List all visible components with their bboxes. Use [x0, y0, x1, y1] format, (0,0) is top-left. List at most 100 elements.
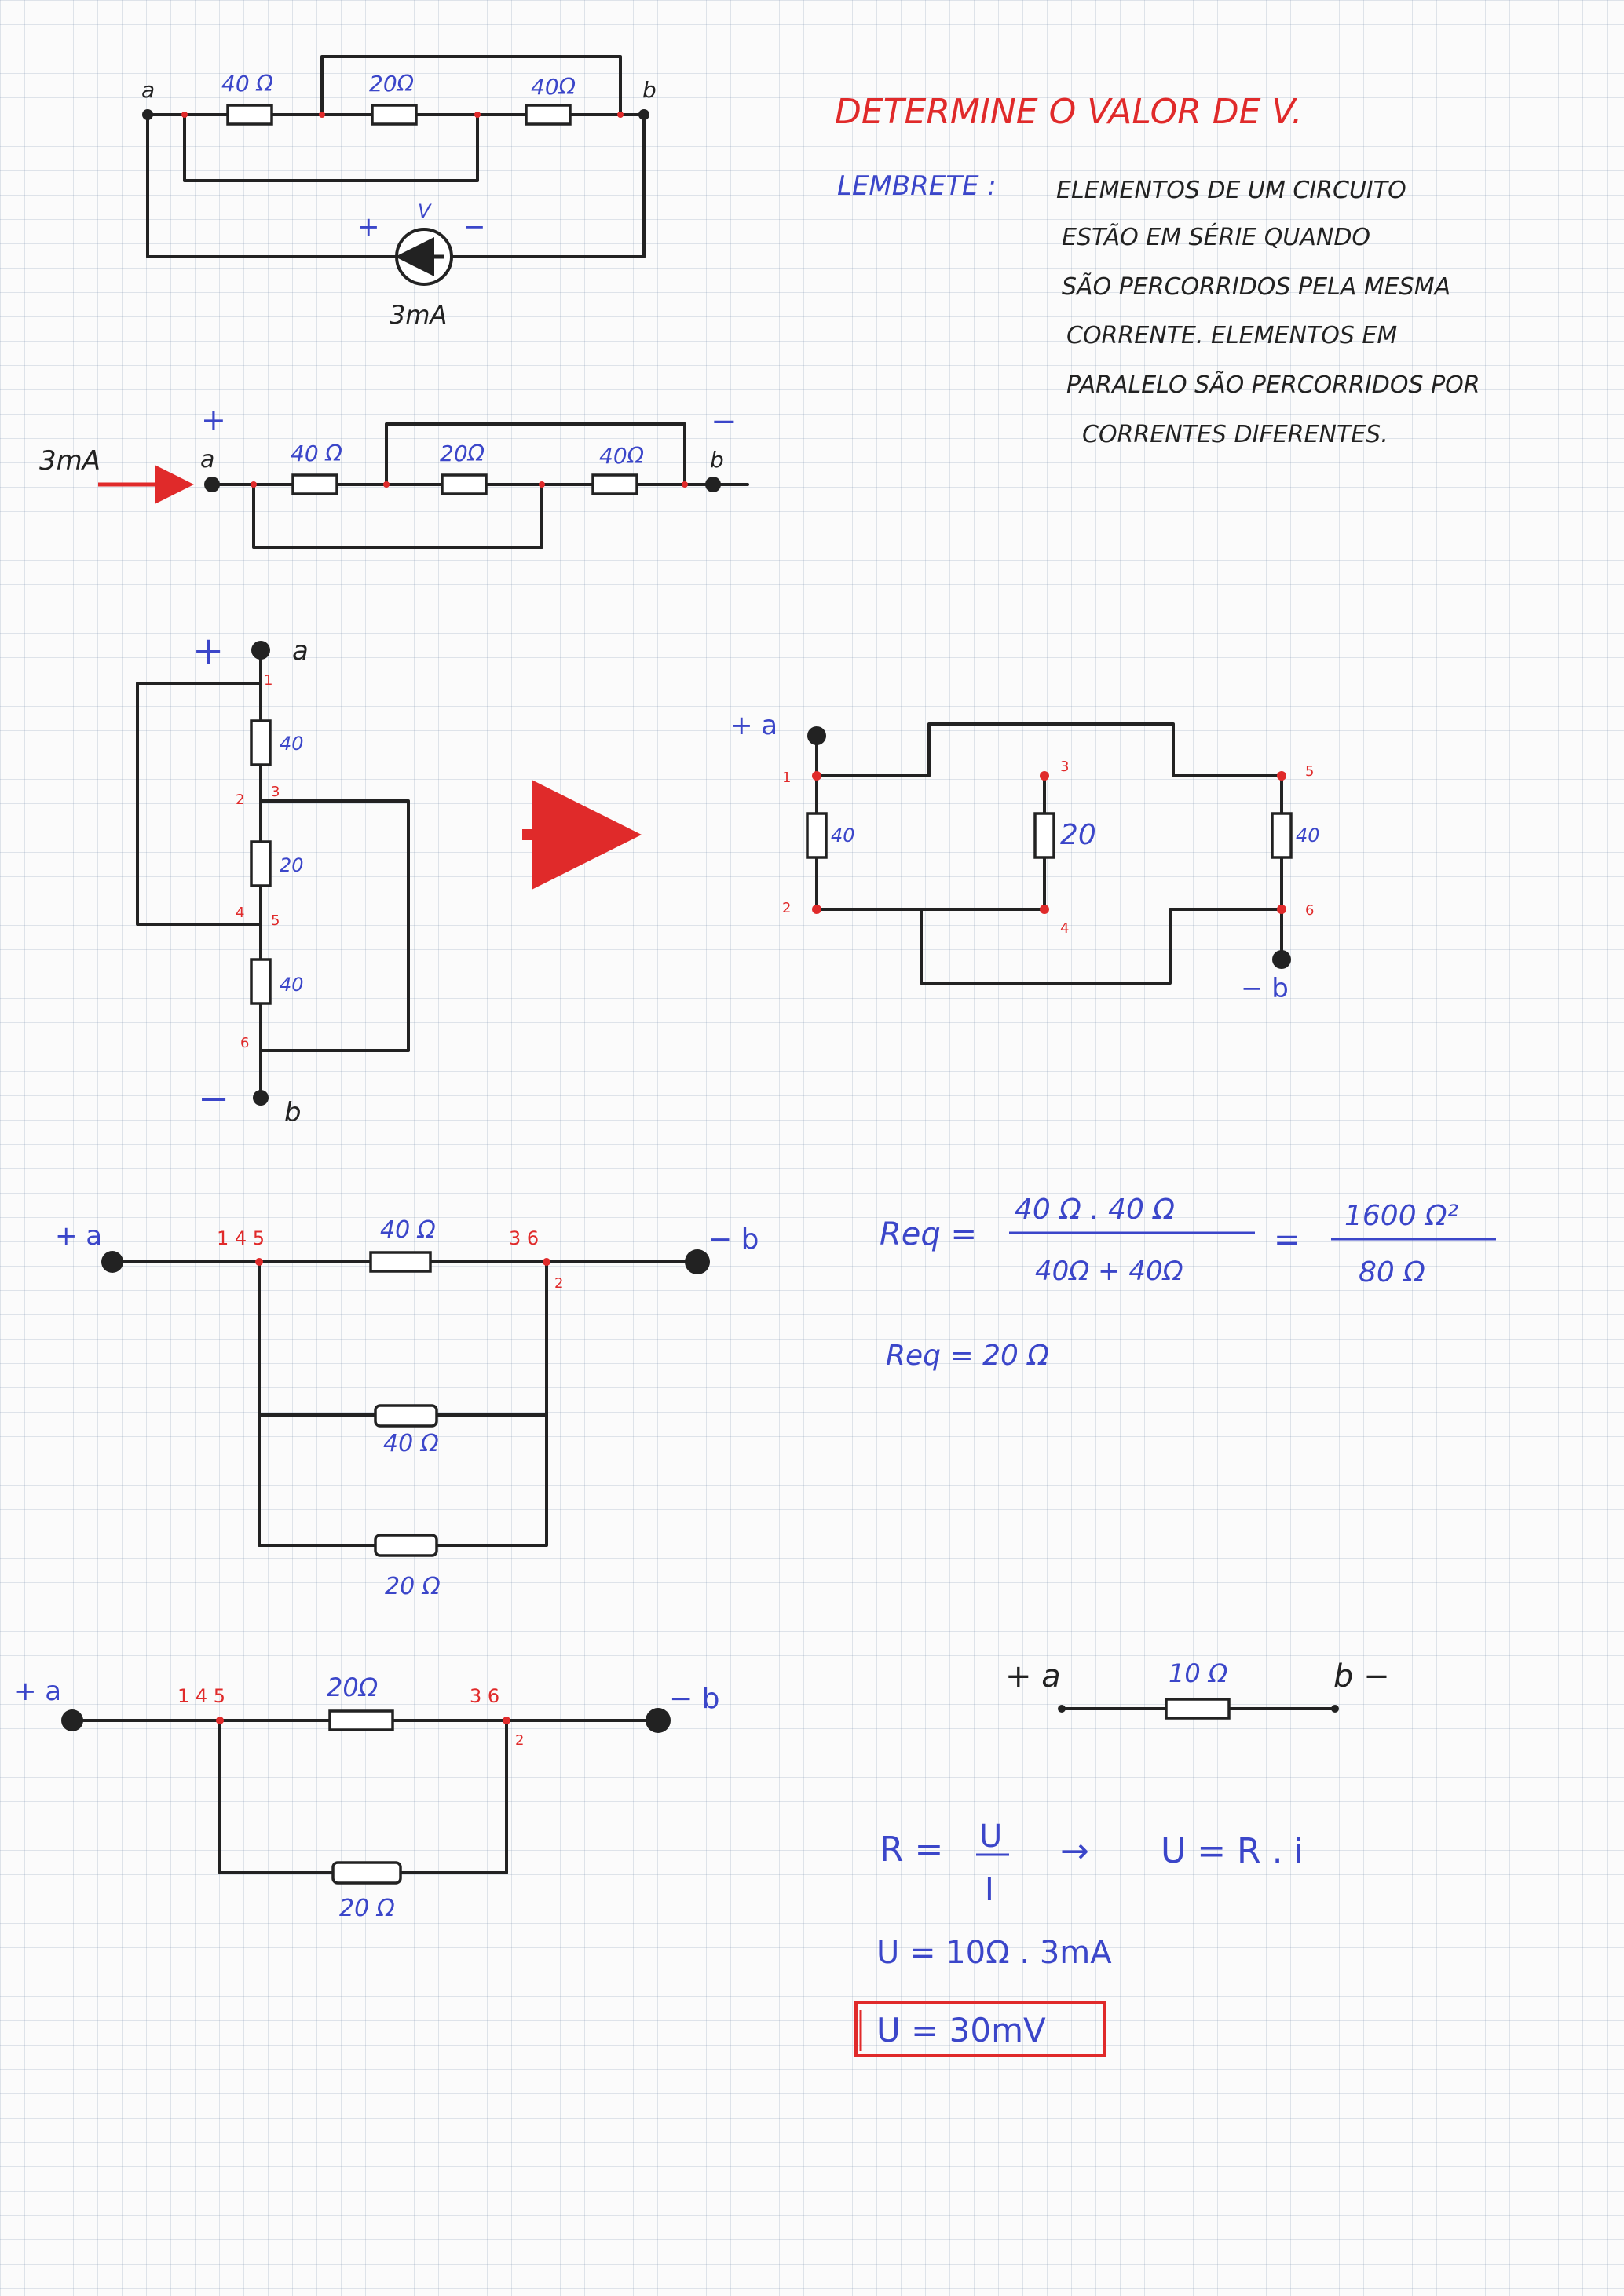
- resistor-20-ohm: [250, 840, 272, 887]
- junction-dot: [474, 112, 481, 118]
- req-denominator: 40Ω + 40Ω: [1035, 1256, 1183, 1287]
- req-equals: =: [1274, 1222, 1300, 1258]
- req-label: Req =: [880, 1216, 977, 1252]
- label-node-b: b: [284, 1097, 302, 1128]
- node-b-dot: [253, 1090, 269, 1106]
- resistor-40-ohm-a: [806, 812, 828, 859]
- law-right: U = R . i: [1161, 1831, 1304, 1871]
- resistor-20-ohm-bot: [331, 1861, 402, 1885]
- node-a-dot: [61, 1709, 83, 1731]
- node-number: 1: [782, 770, 791, 786]
- page-title: DETERMINE O VALOR DE V.: [835, 92, 1302, 132]
- label-r-bot: 20 Ω: [385, 1573, 441, 1600]
- label-minus-b: − b: [1241, 973, 1289, 1004]
- label-plus-a: + a: [55, 1220, 102, 1252]
- node-number: 3: [271, 784, 280, 800]
- label-r1: 40 Ω: [291, 441, 343, 466]
- req-calculation: Req = 40 Ω . 40 Ω 40Ω + 40Ω = 1600 Ω² 80…: [880, 1194, 1496, 1372]
- minus-sign: −: [198, 1077, 229, 1121]
- resistor-10-ohm: [1165, 1698, 1231, 1720]
- node-number: 2: [515, 1732, 524, 1749]
- minus-sign: −: [711, 404, 737, 440]
- junction-dot: [255, 1258, 263, 1266]
- current-label: 3mA: [39, 445, 101, 477]
- junction-dot: [543, 1258, 550, 1266]
- node-number: 2: [782, 900, 791, 916]
- resistor-40-ohm-b: [525, 104, 572, 126]
- law-den: I: [985, 1872, 994, 1908]
- node-a-dot: [1058, 1705, 1066, 1713]
- req-num2: 1600 Ω²: [1344, 1200, 1458, 1232]
- circuit-4: + a − b 40 20 40 1 2 3 4 5 6: [730, 710, 1320, 1004]
- junction-dot: [1040, 905, 1049, 914]
- label-r3: 40Ω: [531, 74, 576, 100]
- label-minus-b: − b: [708, 1223, 759, 1256]
- resistor-40-ohm-top: [369, 1251, 432, 1273]
- junction-dot: [682, 481, 688, 488]
- resistor-40-ohm-mid: [374, 1404, 438, 1428]
- resistor-40-ohm-a: [291, 473, 338, 495]
- law-calc: U = 10Ω . 3mA: [876, 1935, 1112, 1971]
- node-number: 2: [236, 792, 244, 808]
- note-line: ELEMENTOS DE UM CIRCUITO: [1056, 177, 1406, 204]
- resistor-40-ohm-a: [226, 104, 273, 126]
- label-r1: 40: [831, 824, 855, 846]
- junction-dot: [812, 905, 821, 914]
- circuit-5: + a − b 1 4 5 3 6 2 40 Ω 40 Ω 20 Ω: [55, 1216, 759, 1600]
- label-plus-a: + a: [1005, 1658, 1061, 1695]
- label-r2: 20Ω: [369, 71, 415, 97]
- node-a-dot: [142, 109, 153, 120]
- label-r3: 40Ω: [599, 443, 645, 469]
- junction-dot: [216, 1717, 224, 1724]
- junction-dot: [812, 771, 821, 781]
- label-r: 10 Ω: [1169, 1658, 1228, 1688]
- junction-dot: [1277, 905, 1286, 914]
- node-number: 4: [1060, 920, 1069, 937]
- label-r3: 40: [280, 974, 304, 996]
- source-current-label: 3mA: [390, 300, 447, 330]
- label-node-b: b: [710, 447, 724, 473]
- circuit-7: + a 10 Ω b −: [1005, 1658, 1390, 1720]
- junction-dot: [503, 1717, 510, 1724]
- source-v-label: V: [418, 200, 432, 222]
- node-b-dot: [638, 109, 649, 120]
- label-r-bot: 20 Ω: [339, 1895, 395, 1922]
- node-b-dot: [705, 477, 721, 492]
- label-r1: 40 Ω: [221, 71, 274, 97]
- source-minus: −: [463, 211, 486, 243]
- label-node-a: a: [141, 77, 155, 103]
- junction-dot: [319, 112, 325, 118]
- plus-sign: +: [201, 403, 226, 437]
- label-r-mid: 40 Ω: [383, 1430, 439, 1457]
- node-b-dot: [1331, 1705, 1339, 1713]
- resistor-40-ohm-b: [250, 958, 272, 1005]
- label-r3: 40: [1296, 824, 1320, 846]
- circuit-2: 3mA + a − b 40 Ω 20Ω 40Ω: [39, 403, 749, 549]
- note-line: ESTÃO EM SÉRIE QUANDO: [1062, 223, 1370, 251]
- label-minus-b: − b: [669, 1683, 719, 1715]
- node-number: 5: [271, 912, 280, 929]
- resistor-20-ohm-top: [328, 1709, 394, 1731]
- req-den2: 80 Ω: [1359, 1256, 1425, 1289]
- junction-dot: [617, 112, 624, 118]
- label-r-top: 20Ω: [327, 1673, 379, 1702]
- label-r2: 20: [280, 854, 304, 876]
- label-r2: 20Ω: [440, 441, 485, 466]
- req-result: Req = 20 Ω: [886, 1340, 1049, 1372]
- node-b-dot: [685, 1249, 710, 1274]
- junction-dot: [1040, 771, 1049, 781]
- node-numbers-right: 3 6: [509, 1227, 539, 1249]
- resistor-20-ohm: [371, 104, 418, 126]
- resistor-20-ohm-bot: [374, 1534, 438, 1557]
- node-b-dot: [1272, 950, 1291, 969]
- law-arrow: →: [1060, 1831, 1089, 1871]
- label-node-b: b: [642, 77, 657, 103]
- junction-dot: [539, 481, 545, 488]
- req-numerator: 40 Ω . 40 Ω: [1015, 1194, 1175, 1226]
- resistor-40-ohm-b: [1271, 812, 1293, 859]
- circuit-1: a b 40 Ω 20Ω 40Ω + V − 3mA: [141, 55, 657, 330]
- node-a-dot: [101, 1251, 123, 1273]
- label-node-a: a: [200, 446, 214, 473]
- label-node-a: a: [292, 635, 309, 667]
